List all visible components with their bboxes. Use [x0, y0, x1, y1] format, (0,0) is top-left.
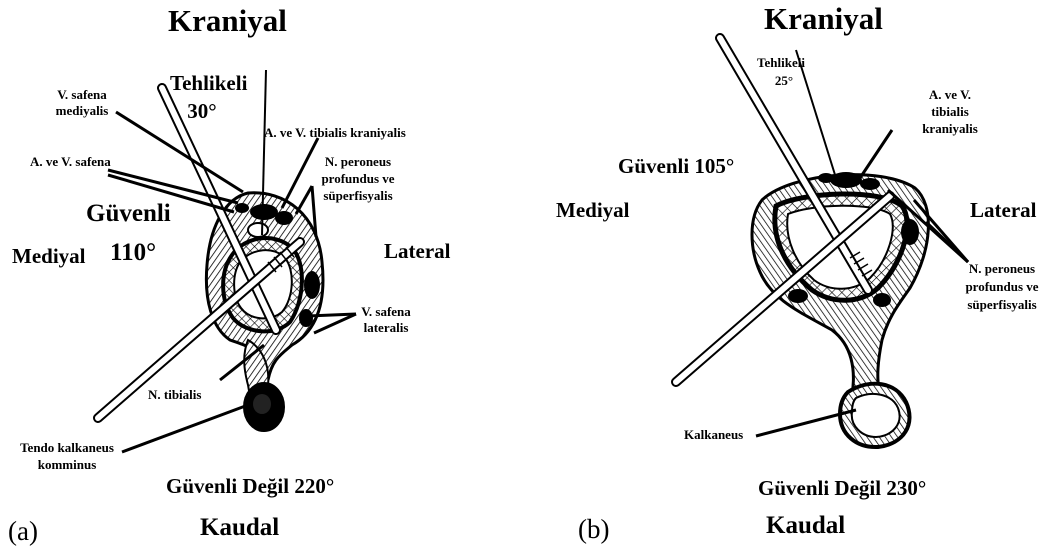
panel-a: Kraniyal Tehlikeli 30° V. safena mediyal…	[0, 0, 530, 556]
tehlikeli-label-a: Tehlikeli	[170, 72, 240, 95]
a-v-safena-label: A. ve V. safena	[30, 155, 111, 169]
a-v-tibialis-label-b-3: kraniyalis	[900, 122, 1000, 136]
panel-b: Kraniyal Tehlikeli 25° A. ve V. tibialis…	[530, 0, 1061, 556]
tehlikeli-angle-a: 30°	[182, 100, 222, 123]
v-safena-mediyalis-label-1: V. safena	[42, 88, 122, 102]
kaudal-label-b: Kaudal	[766, 512, 845, 540]
kaudal-label-a: Kaudal	[200, 514, 279, 542]
panel-a-letter: (a)	[8, 516, 38, 547]
panel-a-illustration	[0, 0, 530, 556]
lateral-label-b: Lateral	[970, 199, 1036, 222]
a-v-tibialis-label-b-1: A. ve V.	[900, 88, 1000, 102]
guvenli-degil-label-b: Güvenli Değil 230°	[758, 477, 926, 500]
tehlikeli-angle-b: 25°	[764, 74, 804, 88]
n-peroneus-label-a-2: profundus ve	[298, 172, 418, 186]
kraniyal-label-b: Kraniyal	[764, 2, 883, 36]
mediyal-label-a: Mediyal	[12, 245, 86, 268]
n-peroneus-label-b-3: süperfisyalis	[944, 298, 1060, 312]
tendo-kalkaneus-label-2: komminus	[8, 458, 126, 472]
n-peroneus-label-b-1: N. peroneus	[944, 262, 1060, 276]
a-v-tibialis-kraniyalis-label-a: A. ve V. tibialis kraniyalis	[264, 126, 406, 140]
n-peroneus-label-a-3: süperfisyalis	[298, 189, 418, 203]
a-v-tibialis-label-b-2: tibialis	[900, 105, 1000, 119]
panel-b-letter: (b)	[578, 514, 609, 545]
kraniyal-label-a: Kraniyal	[168, 4, 287, 38]
guvenli-degil-label-a: Güvenli Değil 220°	[166, 475, 334, 498]
v-safena-lateralis-label-2: lateralis	[346, 321, 426, 335]
limb-cross-section-b	[752, 172, 928, 447]
v-safena-mediyalis-label-2: mediyalis	[42, 104, 122, 118]
n-peroneus-label-b-2: profundus ve	[944, 280, 1060, 294]
tendo-kalkaneus-label-1: Tendo kalkaneus	[8, 441, 126, 455]
mediyal-label-b: Mediyal	[556, 199, 630, 222]
lateral-label-a: Lateral	[384, 240, 450, 263]
v-safena-lateralis-label-1: V. safena	[346, 305, 426, 319]
n-peroneus-label-a-1: N. peroneus	[298, 155, 418, 169]
guvenli-label-a: Güvenli	[86, 200, 171, 228]
kalkaneus-label: Kalkaneus	[684, 428, 743, 442]
n-tibialis-label: N. tibialis	[148, 388, 201, 402]
tehlikeli-label-b: Tehlikeli	[746, 56, 816, 70]
guvenli-angle-a: 110°	[110, 239, 156, 267]
guvenli-label-b: Güvenli 105°	[618, 155, 734, 178]
